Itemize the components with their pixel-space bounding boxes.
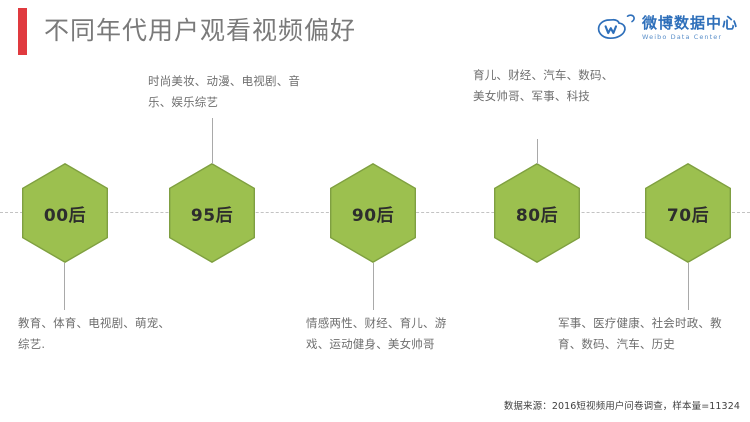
- data-source-footnote: 数据来源：2016短视频用户问卷调查，样本量=11324: [503, 401, 740, 412]
- caption-95hou: 时尚美妆、动漫、电视剧、音乐、娱乐综艺: [148, 74, 301, 109]
- timeline-node-95hou[interactable]: 95后: [169, 163, 255, 263]
- hexagon-label: 95后: [190, 205, 234, 226]
- weibo-data-center-logo: 微博数据中心 Weibo Data Center: [597, 11, 738, 45]
- hexagon-label: 70后: [666, 205, 710, 226]
- title-accent-bar: [18, 8, 27, 55]
- logo-title-cn: 微博数据中心: [641, 13, 738, 32]
- timeline-node-80hou[interactable]: 80后: [494, 163, 580, 263]
- logo-text: 微博数据中心 Weibo Data Center: [641, 13, 738, 41]
- hexagon-95hou[interactable]: 95后: [169, 163, 255, 263]
- hexagon-label: 80后: [515, 205, 559, 226]
- timeline-node-90hou[interactable]: 90后: [330, 163, 416, 263]
- hexagon-90hou[interactable]: 90后: [330, 163, 416, 263]
- timeline-node-00hou[interactable]: 00后: [22, 163, 108, 263]
- caption-80hou: 育儿、财经、汽车、数码、美女帅哥、军事、科技: [473, 68, 614, 103]
- cloud-w-icon: [597, 14, 635, 40]
- page-header: 不同年代用户观看视频偏好 微博数据中心 Weibo Data Center: [0, 0, 750, 62]
- hexagon-70hou[interactable]: 70后: [645, 163, 731, 263]
- hexagon-label: 90后: [351, 205, 395, 226]
- logo-title-en: Weibo Data Center: [641, 32, 723, 41]
- leader-line-70hou: [688, 263, 689, 310]
- page-title: 不同年代用户观看视频偏好: [44, 16, 357, 45]
- caption-90hou: 情感两性、财经、育儿、游戏、运动健身、美女帅哥: [306, 316, 447, 351]
- leader-line-00hou: [64, 263, 65, 310]
- caption-00hou: 教育、体育、电视剧、萌宠、综艺.: [18, 316, 171, 351]
- leader-line-80hou: [537, 139, 538, 164]
- timeline-node-70hou[interactable]: 70后: [645, 163, 731, 263]
- leader-line-95hou: [212, 118, 213, 164]
- hexagon-80hou[interactable]: 80后: [494, 163, 580, 263]
- hexagon-label: 00后: [43, 205, 87, 226]
- caption-70hou: 军事、医疗健康、社会时政、教育、数码、汽车、历史: [558, 316, 722, 351]
- hexagon-00hou[interactable]: 00后: [22, 163, 108, 263]
- leader-line-90hou: [373, 263, 374, 310]
